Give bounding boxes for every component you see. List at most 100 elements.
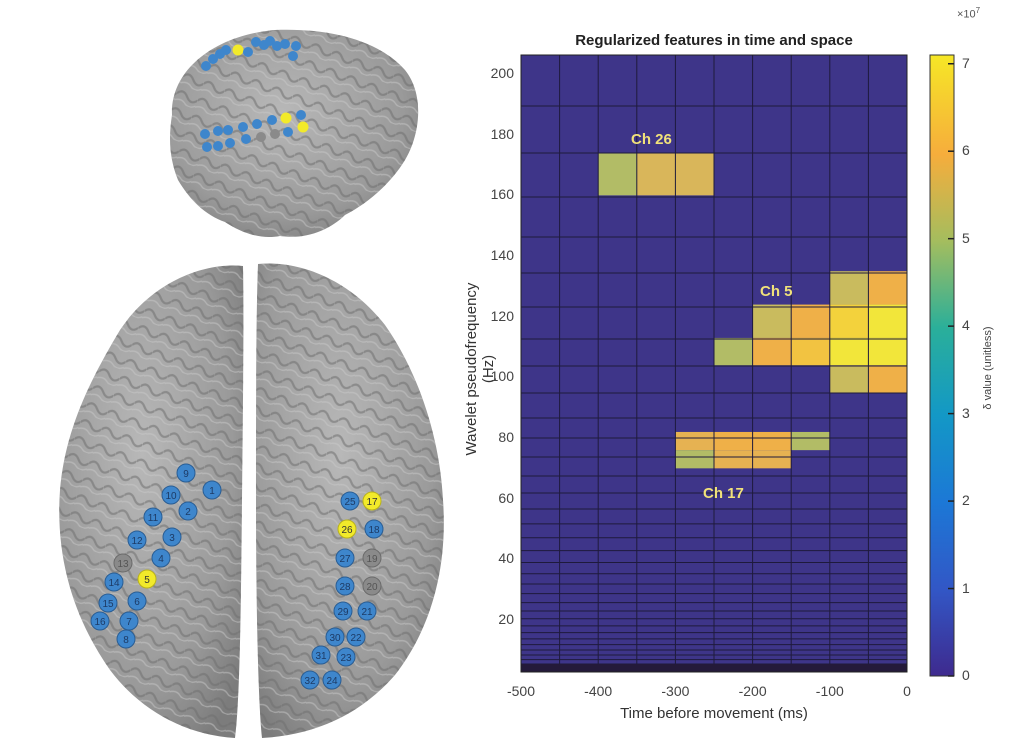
electrode-12: 12 (127, 530, 147, 550)
colorbar-tick-label: 1 (962, 579, 970, 596)
colorbar-tick-label: 7 (962, 54, 970, 71)
heatmap-cell (829, 337, 869, 366)
svg-text:21: 21 (361, 607, 373, 618)
svg-text:3: 3 (169, 533, 175, 544)
y-tick-label: 140 (490, 247, 514, 264)
electrode-21: 21 (357, 601, 377, 621)
svg-text:11: 11 (148, 513, 159, 524)
chart-title: Regularized features in time and space (575, 32, 853, 49)
heatmap-grid (520, 55, 908, 672)
heatmap-cell (752, 431, 792, 451)
svg-text:20: 20 (366, 582, 378, 593)
electrode-3: 3 (162, 527, 182, 547)
electrode-19: 19 (362, 548, 382, 568)
svg-text:10: 10 (165, 491, 177, 502)
svg-text:24: 24 (326, 676, 338, 687)
electrode-24: 24 (322, 670, 342, 690)
heatmap-cell (829, 304, 869, 338)
electrode-2: 2 (178, 501, 198, 521)
colorbar-label: δ value (unitless) (982, 326, 994, 410)
electrode-17: 17 (362, 491, 382, 511)
svg-text:17: 17 (366, 497, 378, 508)
heatmap-cell (791, 337, 830, 366)
y-tick-label: 120 (490, 307, 514, 324)
svg-text:16: 16 (94, 617, 106, 628)
svg-text:31: 31 (315, 651, 327, 662)
heatmap-cell (714, 450, 753, 469)
x-tick-label: -500 (506, 683, 536, 699)
x-tick-label: 0 (903, 683, 911, 699)
electrode-14: 14 (104, 572, 124, 592)
annotation-ch5: Ch 5 (760, 283, 793, 300)
svg-text:7: 7 (126, 617, 132, 628)
y-tick-label: 80 (498, 429, 514, 446)
right-hemisphere-electrodes: 25 17 26 18 27 19 28 20 29 21 30 22 31 2… (300, 491, 384, 690)
electrode-18: 18 (364, 519, 384, 539)
heatmap-cell (868, 337, 907, 366)
electrode-32: 32 (300, 670, 320, 690)
y-tick-label: 200 (490, 65, 514, 82)
heatmap-cell (675, 152, 714, 196)
heatmap-cell (791, 431, 830, 451)
x-axis-label: Time before movement (ms) (620, 705, 808, 722)
heatmap-cell (791, 304, 830, 338)
x-tick-label: -400 (584, 683, 613, 699)
colorbar-ticks (948, 62, 954, 677)
electrode-13: 13 (113, 553, 133, 573)
heatmap-cell (868, 365, 907, 393)
svg-text:26: 26 (341, 525, 353, 536)
lateral-brain-view (170, 29, 419, 238)
svg-text:14: 14 (108, 578, 120, 589)
electrode-10: 10 (161, 485, 181, 505)
heatmap-cell (868, 304, 907, 338)
svg-text:18: 18 (368, 525, 380, 536)
y-tick-label: 100 (490, 368, 514, 385)
electrode-25: 25 (340, 491, 360, 511)
svg-text:28: 28 (339, 582, 351, 593)
svg-text:23: 23 (340, 653, 352, 664)
svg-text:6: 6 (134, 597, 140, 608)
electrode-9: 9 (176, 463, 196, 483)
svg-text:2: 2 (185, 507, 191, 518)
y-tick-label: 20 (498, 611, 514, 627)
electrode-26: 26 (337, 519, 357, 539)
heatmap-cell (675, 450, 714, 469)
heatmap-cell (752, 304, 792, 338)
svg-text:30: 30 (329, 633, 341, 644)
svg-text:5: 5 (144, 575, 150, 586)
electrode-28: 28 (335, 576, 355, 596)
heatmap-cell (829, 365, 869, 393)
y-tick-label: 180 (490, 125, 514, 142)
electrode-16: 16 (90, 611, 110, 631)
heatmap-cell (636, 152, 676, 196)
svg-text:25: 25 (344, 497, 356, 508)
heatmap-cell (868, 271, 907, 305)
svg-text:8: 8 (123, 635, 129, 646)
colorbar (929, 54, 955, 677)
colorbar-tick-label: 0 (962, 667, 970, 683)
x-tick-label: -300 (661, 683, 690, 699)
colorbar-tick-label: 6 (962, 142, 970, 159)
heatmap-cell (714, 431, 753, 451)
svg-text:22: 22 (350, 633, 362, 644)
colorbar-tick-label: 2 (962, 492, 970, 509)
electrode-31: 31 (311, 645, 331, 665)
left-hemisphere-electrodes: 9 1 10 2 11 3 12 4 13 5 14 6 15 7 16 8 (90, 463, 222, 649)
heatmap-cell (752, 337, 792, 366)
svg-text:29: 29 (337, 607, 349, 618)
lateral-electrode-strip-top (201, 36, 301, 71)
electrode-4: 4 (151, 548, 171, 568)
plot-area (521, 55, 907, 672)
annotation-ch26: Ch 26 (631, 131, 672, 148)
svg-text:1: 1 (209, 486, 215, 497)
svg-text:9: 9 (183, 469, 189, 480)
electrode-20: 20 (362, 576, 382, 596)
electrode-6: 6 (127, 591, 147, 611)
x-tick-label: -100 (815, 683, 844, 699)
electrode-23: 23 (336, 647, 356, 667)
low-frequency-band (521, 664, 907, 672)
svg-text:12: 12 (131, 536, 143, 547)
svg-text:27: 27 (339, 554, 351, 565)
svg-text:13: 13 (117, 559, 129, 570)
electrode-29: 29 (333, 601, 353, 621)
